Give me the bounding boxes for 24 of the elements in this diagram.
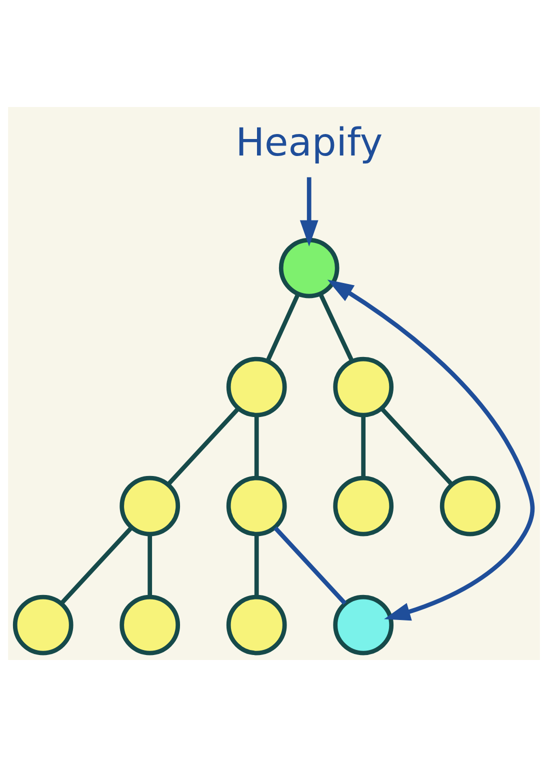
node-circle (333, 356, 394, 418)
connector (266, 293, 300, 362)
node-circle (226, 476, 287, 536)
connector (318, 292, 354, 362)
connector (166, 407, 240, 486)
connector (274, 526, 347, 605)
connector (60, 526, 133, 605)
connector (380, 407, 454, 486)
arrow (300, 177, 318, 246)
connector (254, 416, 259, 478)
node-circle (226, 594, 287, 656)
arrow (327, 280, 535, 621)
node-circle (12, 594, 74, 656)
node-circle (278, 238, 340, 298)
node-circle (333, 476, 394, 536)
node-circle (226, 356, 287, 418)
connector (361, 416, 366, 478)
connector (148, 534, 152, 597)
node-circle (440, 476, 500, 536)
node-text: Heapify (236, 120, 383, 166)
node-circle (120, 476, 180, 536)
node-circle (120, 594, 180, 656)
connector (254, 534, 259, 597)
node-circle (333, 594, 394, 656)
